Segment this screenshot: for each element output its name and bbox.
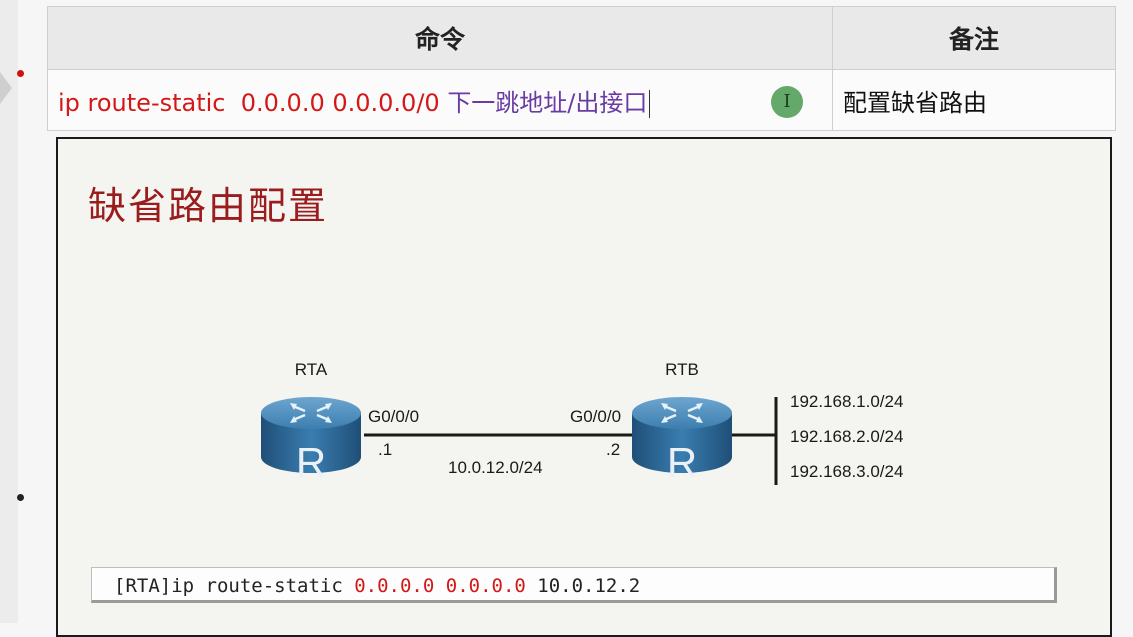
- left-panel-edge: [0, 0, 18, 623]
- lan-network-3: 192.168.3.0/24: [790, 462, 903, 481]
- lan-network-1: 192.168.1.0/24: [790, 392, 903, 411]
- link-network-label: 10.0.12.0/24: [448, 458, 543, 477]
- rtb-ip-suffix: .2: [606, 440, 620, 459]
- router-rtb-label: RTB: [665, 360, 699, 379]
- header-note: 备注: [832, 6, 1116, 70]
- console-mask: 0.0.0.0: [445, 575, 526, 597]
- router-rta-label: RTA: [295, 360, 328, 379]
- router-rta-icon: [261, 397, 361, 473]
- console-dest: 0.0.0.0: [354, 575, 435, 597]
- console-prefix: [RTA]ip route-static: [114, 575, 355, 597]
- slide-title: 缺省路由配置: [88, 184, 329, 228]
- bullet-red: [17, 70, 24, 77]
- text-cursor-icon: I: [771, 86, 803, 118]
- table-header-row: 命令 备注: [47, 6, 1116, 70]
- header-command: 命令: [47, 6, 833, 70]
- router-rtb-glyph: R: [667, 439, 697, 486]
- text-caret: [649, 89, 651, 118]
- console-command: [RTA]ip route-static 0.0.0.0 0.0.0.0 10.…: [91, 567, 1057, 603]
- command-table: 命令 备注 ip route-static 0.0.0.0 0.0.0.0/0 …: [47, 6, 1116, 131]
- bullet-black: [17, 494, 24, 501]
- console-nexthop: 10.0.12.2: [537, 575, 641, 597]
- topology-diagram: R R RTA RTB G0/0/0 .1 G0/0/0 .2 10.0.12.…: [261, 360, 903, 486]
- collapse-arrow-icon[interactable]: [0, 72, 12, 104]
- slide: 缺省路由配置: [56, 137, 1112, 637]
- rta-interface-label: G0/0/0: [368, 407, 419, 426]
- rtb-interface-label: G0/0/0: [570, 407, 621, 426]
- note-cell[interactable]: 配置缺省路由: [832, 69, 1116, 131]
- lan-network-2: 192.168.2.0/24: [790, 427, 903, 446]
- table-row: ip route-static 0.0.0.0 0.0.0.0/0 下一跳地址/…: [47, 69, 1116, 131]
- rta-ip-suffix: .1: [378, 440, 392, 459]
- router-rtb-icon: [632, 397, 732, 473]
- command-placeholder-text: 下一跳地址/出接口: [447, 88, 648, 117]
- command-cell[interactable]: ip route-static 0.0.0.0 0.0.0.0/0 下一跳地址/…: [47, 69, 833, 131]
- command-text: ip route-static 0.0.0.0 0.0.0.0/0: [58, 88, 440, 117]
- router-rta-glyph: R: [296, 439, 326, 486]
